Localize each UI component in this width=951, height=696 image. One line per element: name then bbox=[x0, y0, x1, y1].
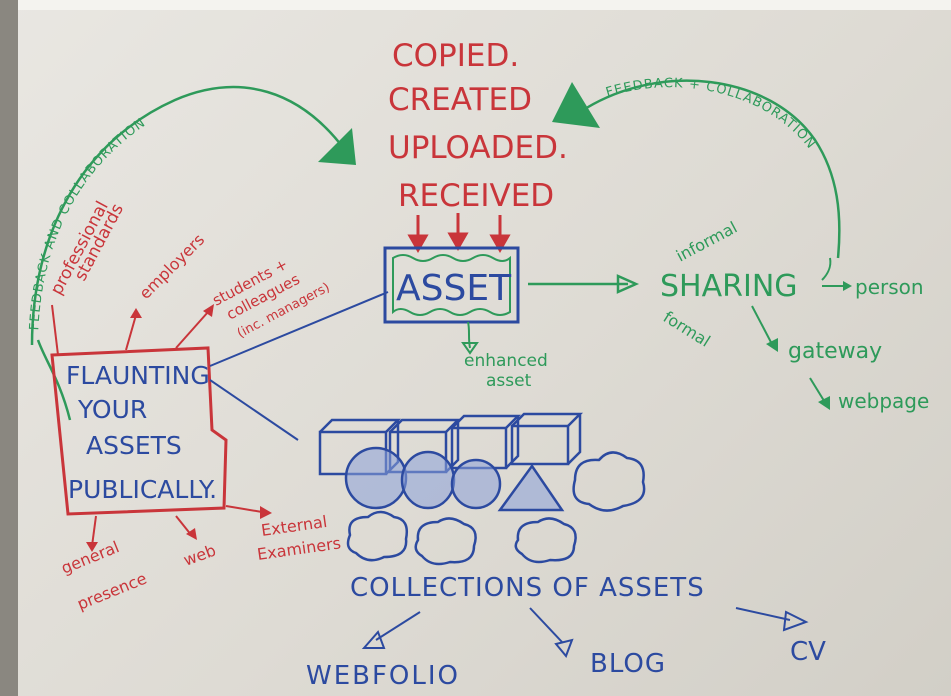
enhanced-asset: enhanced asset bbox=[461, 321, 548, 391]
cube-shape-3 bbox=[450, 414, 522, 470]
paper-left-edge bbox=[0, 0, 18, 696]
feedback-right-label: FEEDBACK + COLLABORATION bbox=[604, 76, 818, 152]
audience-presence: presence bbox=[74, 569, 149, 614]
audience-web: web bbox=[181, 541, 219, 570]
flaunting-box: FLAUNTING YOUR ASSETS PUBLICALLY. bbox=[50, 291, 389, 516]
process-created: CREATED bbox=[388, 82, 532, 118]
cloud-shape-1 bbox=[572, 451, 646, 512]
process-copied: COPIED. bbox=[392, 38, 519, 74]
flaunting-line3: ASSETS bbox=[86, 431, 182, 460]
enhanced-line1: enhanced bbox=[464, 351, 548, 371]
sharing-branch: SHARING informal formal person gateway w… bbox=[528, 218, 929, 413]
sharing-webpage: webpage bbox=[838, 389, 929, 413]
flaunting-line4: PUBLICALLY. bbox=[68, 475, 217, 504]
process-uploaded: UPLOADED. bbox=[388, 130, 568, 166]
sharing-person: person bbox=[855, 275, 924, 299]
collections-cv: CV bbox=[790, 637, 826, 667]
audience-employers: employers bbox=[135, 230, 208, 303]
feedback-right-arrowhead bbox=[552, 82, 600, 128]
cloud-shape-3 bbox=[414, 517, 477, 566]
asset-shapes bbox=[318, 412, 646, 566]
circle-shapes bbox=[344, 446, 502, 510]
cube-shape-4 bbox=[510, 412, 584, 466]
collections-branch: COLLECTIONS OF ASSETS WEBFOLIO BLOG CV bbox=[306, 573, 826, 691]
paper-top-edge bbox=[0, 0, 951, 10]
sharing-label: SHARING bbox=[660, 269, 798, 304]
flaunting-line2: YOUR bbox=[77, 395, 147, 424]
sharing-formal: formal bbox=[660, 307, 714, 350]
process-received: RECEIVED bbox=[398, 178, 554, 214]
enhanced-line2: asset bbox=[486, 371, 532, 391]
collections-title: COLLECTIONS OF ASSETS bbox=[350, 573, 705, 603]
asset-box: ASSET bbox=[383, 246, 520, 324]
asset-label: ASSET bbox=[396, 268, 512, 309]
cloud-shape-4 bbox=[514, 517, 577, 564]
flaunting-line1: FLAUNTING bbox=[66, 361, 210, 390]
triangle-shape bbox=[497, 463, 565, 512]
feedback-left-arrowhead bbox=[318, 128, 356, 165]
process-list: COPIED. CREATED UPLOADED. RECEIVED bbox=[388, 38, 568, 254]
collections-blog: BLOG bbox=[590, 649, 666, 679]
sharing-gateway: gateway bbox=[788, 339, 882, 364]
sharing-informal: informal bbox=[673, 218, 740, 266]
collections-webfolio: WEBFOLIO bbox=[306, 661, 460, 691]
process-arrows bbox=[407, 213, 511, 254]
cloud-shape-2 bbox=[346, 510, 408, 562]
